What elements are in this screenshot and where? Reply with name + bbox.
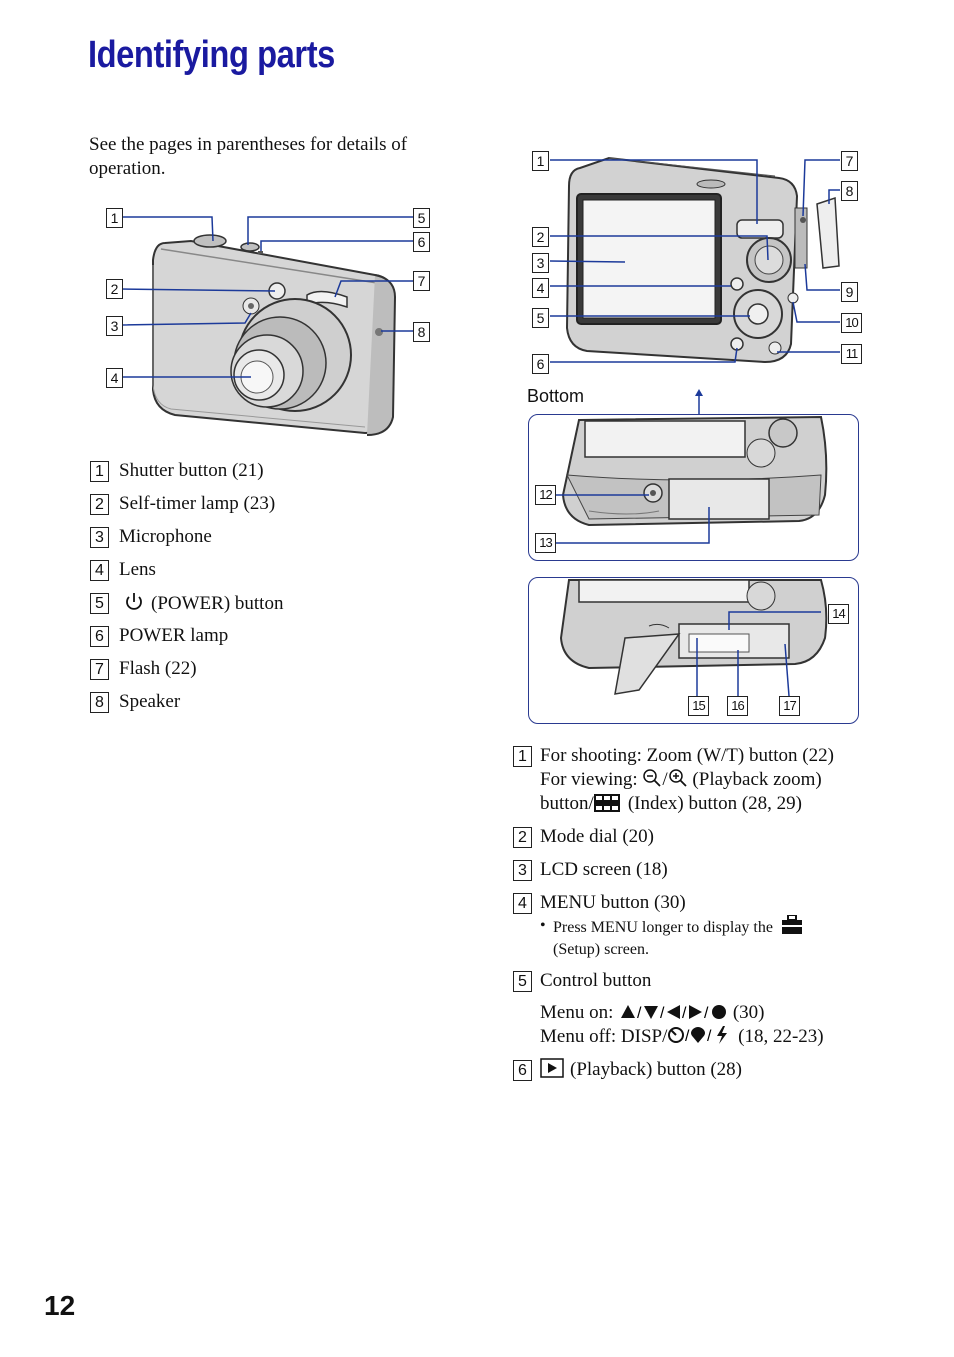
callout-battery-16: 16 [727, 696, 748, 716]
callout-rear-1: 1 [532, 151, 549, 171]
callout-rear-5: 5 [532, 308, 549, 328]
callout-front-2: 2 [106, 279, 123, 299]
toolbox-icon [781, 915, 802, 934]
callout-front-4: 4 [106, 368, 123, 388]
callout-front-8: 8 [413, 322, 430, 342]
svg-text:/: / [707, 1028, 712, 1045]
callout-battery-14: 14 [828, 604, 849, 624]
camera-rear-illustration [549, 156, 840, 364]
callout-rear-6: 6 [532, 354, 549, 374]
callout-rear-10: 10 [841, 313, 862, 333]
power-icon [126, 593, 142, 610]
camera-bottom-illustration [555, 415, 828, 544]
battery-view-panel [528, 577, 859, 724]
callout-rear-4: 4 [532, 278, 549, 298]
callout-front-5: 5 [413, 208, 430, 228]
callout-front-6: 6 [413, 232, 430, 252]
intro-text: See the pages in parentheses for details… [89, 134, 408, 179]
page-title: Identifying parts [88, 34, 335, 76]
page-number: 12 [44, 1290, 76, 1321]
battery-compartment-illustration [559, 579, 828, 697]
zoom-in-icon [668, 769, 687, 787]
rear-legend: 1 For shooting: Zoom (W/T) button (22) F… [513, 744, 893, 1082]
legend-item: 5 (POWER) button [90, 591, 450, 624]
bottom-label: Bottom [527, 386, 585, 406]
arrow-up-icon [695, 389, 703, 414]
callout-battery-17: 17 [779, 696, 800, 716]
up-down-left-right-center-icon: / / / / [621, 1005, 727, 1021]
callout-bottom-12: 12 [535, 485, 556, 505]
playback-icon [540, 1058, 564, 1078]
legend-item: 1 For shooting: Zoom (W/T) button (22) F… [513, 744, 893, 816]
callout-front-1: 1 [106, 208, 123, 228]
svg-text:/: / [682, 1005, 687, 1021]
svg-text:/: / [704, 1005, 709, 1021]
svg-text:/: / [637, 1005, 642, 1021]
svg-text:/: / [685, 1028, 690, 1045]
self-timer-macro-flash-icons: // [668, 1026, 728, 1045]
svg-text:/: / [660, 1005, 665, 1021]
legend-item: 6 (Playback) button (28) [513, 1058, 893, 1082]
callout-bottom-13: 13 [535, 533, 556, 553]
callout-rear-11: 11 [841, 344, 862, 364]
camera-front-illustration [120, 216, 413, 436]
callout-battery-15: 15 [688, 696, 709, 716]
callout-rear-7: 7 [841, 151, 858, 171]
menu-note: •Press MENU longer to display the (Setup… [540, 915, 893, 961]
callout-rear-2: 2 [532, 227, 549, 247]
callout-front-3: 3 [106, 316, 123, 336]
callout-rear-9: 9 [841, 282, 858, 302]
zoom-out-icon [643, 769, 662, 787]
bottom-view-panel [528, 414, 859, 561]
callout-rear-8: 8 [841, 181, 858, 201]
index-grid-icon [593, 794, 620, 812]
callout-front-7: 7 [413, 271, 430, 291]
callout-rear-3: 3 [532, 253, 549, 273]
